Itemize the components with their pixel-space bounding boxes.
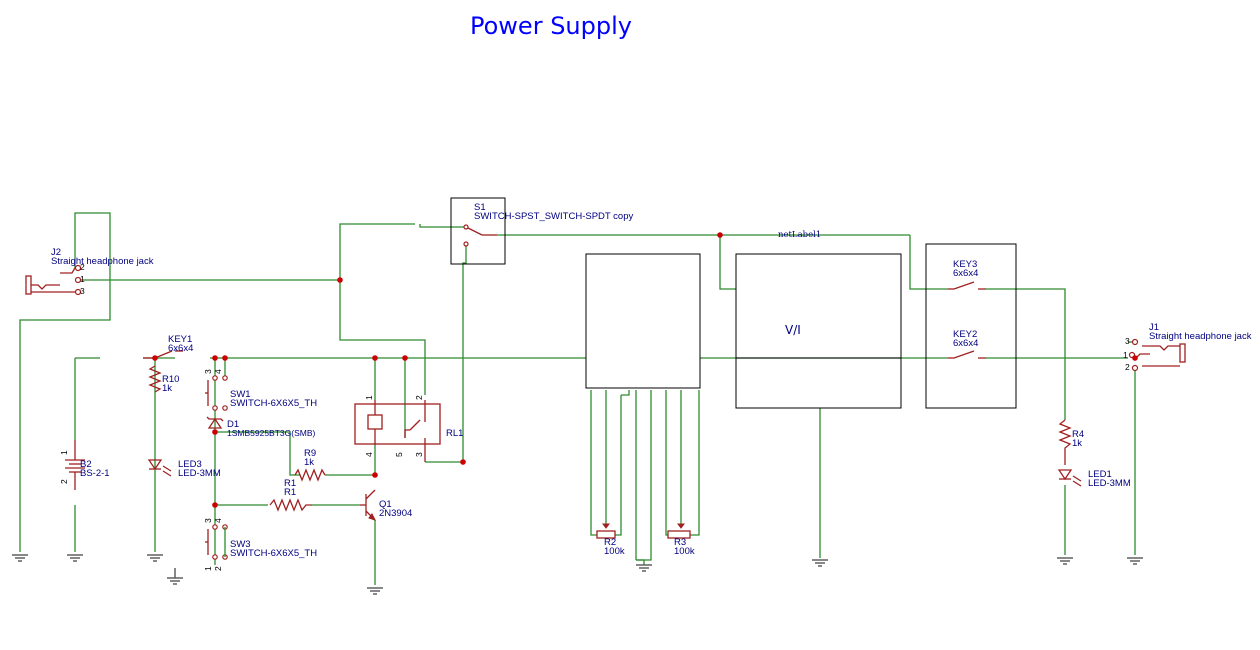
vi-module-block	[735, 253, 902, 409]
b2-value: BS-2-1	[80, 468, 110, 479]
svg-text:3: 3	[1125, 336, 1130, 346]
led1-ref: LED1	[1088, 469, 1112, 480]
svg-text:2: 2	[414, 395, 424, 400]
key3-switch	[948, 281, 986, 290]
j1-value: Straight headphone jack	[1149, 331, 1252, 342]
s1-ref: S1	[474, 202, 486, 213]
led3-value: LED-3MM	[178, 468, 221, 479]
s1-switch	[463, 224, 497, 247]
q1-value: 2N3904	[379, 508, 412, 519]
b2-ref: B2	[80, 459, 92, 470]
svg-text:2: 2	[1125, 362, 1130, 372]
d1-value: 1SMB5925BT3G(SMB)	[227, 428, 316, 438]
r1-resistor	[269, 498, 312, 512]
svg-text:3: 3	[203, 369, 213, 374]
led1-diode	[1057, 469, 1082, 487]
led1-value: LED-3MM	[1088, 478, 1131, 489]
j2-value: Straight headphone jack	[51, 256, 154, 267]
led3-diode	[147, 459, 172, 477]
svg-text:4: 4	[364, 452, 374, 457]
svg-text:2: 2	[59, 479, 69, 484]
sw3-ref: SW3	[230, 539, 251, 550]
svg-text:3: 3	[80, 286, 85, 296]
r4-value: 1k	[1072, 438, 1082, 449]
svg-text:1: 1	[59, 450, 69, 455]
s1-value: SWITCH-SPST_SWITCH-SPDT copy	[474, 211, 633, 222]
r1-ref: R1	[284, 478, 296, 489]
svg-text:3: 3	[414, 452, 424, 457]
r3-ref: R3	[674, 537, 686, 548]
r3-value: 100k	[674, 546, 695, 557]
svg-text:1: 1	[1123, 350, 1128, 360]
svg-text:4: 4	[213, 369, 223, 374]
svg-text:1: 1	[203, 566, 213, 571]
j2-ref: J2	[51, 247, 61, 258]
rl1-ref: RL1	[446, 428, 463, 439]
sw3-switch	[205, 524, 228, 560]
s1-body	[450, 197, 506, 265]
key2-ref: KEY2	[953, 329, 977, 340]
r4-ref: R4	[1072, 429, 1084, 440]
svg-text:1: 1	[80, 274, 85, 284]
r9-resistor	[294, 468, 326, 482]
led3-ref: LED3	[178, 459, 202, 470]
d1-ref: D1	[227, 419, 239, 430]
svg-text:3: 3	[203, 518, 213, 523]
junctions	[152, 232, 1138, 508]
r3-potentiometer	[667, 523, 691, 539]
r4-resistor	[1058, 419, 1072, 465]
r9-ref: R9	[304, 448, 316, 459]
j2-jack	[25, 264, 82, 296]
r10-resistor	[148, 365, 162, 393]
vi-label: V/I	[785, 323, 801, 337]
r10-ref: R10	[162, 374, 179, 385]
key2-switch	[948, 350, 986, 359]
j1-jack	[1128, 338, 1186, 372]
r2-ref: R2	[604, 537, 616, 548]
key3-ref: KEY3	[953, 259, 977, 270]
svg-text:2: 2	[80, 262, 85, 272]
sw3-value: SWITCH-6X6X5_TH	[230, 548, 317, 559]
q1-transistor	[360, 489, 376, 521]
b2-battery	[65, 440, 85, 490]
r2-potentiometer	[596, 523, 616, 539]
j1-ref: J1	[1149, 322, 1159, 333]
key1-ref: KEY1	[168, 334, 192, 345]
q1-ref: Q1	[379, 499, 392, 510]
svg-text:1: 1	[364, 395, 374, 400]
net-label: netLabel1	[778, 230, 821, 240]
key1-value: 6x6x4	[168, 343, 193, 354]
rl1-relay	[354, 400, 441, 462]
svg-text:5: 5	[394, 452, 404, 457]
sw1-ref: SW1	[230, 389, 251, 400]
sw1-switch	[205, 375, 228, 411]
r9-value: 1k	[304, 457, 314, 468]
key3-value: 6x6x4	[953, 268, 978, 279]
ground-symbols	[12, 554, 1143, 595]
key-module-block	[925, 243, 1017, 409]
key2-value: 6x6x4	[953, 338, 978, 349]
r10-value: 1k	[162, 383, 172, 394]
r1-value: R1	[284, 487, 296, 498]
svg-text:4: 4	[213, 518, 223, 523]
sw1-value: SWITCH-6X6X5_TH	[230, 398, 317, 409]
sheet-title: Power Supply	[470, 12, 632, 40]
d1-zener	[206, 416, 224, 429]
pot-module-block	[585, 253, 701, 389]
svg-text:2: 2	[213, 566, 223, 571]
r2-value: 100k	[604, 546, 625, 557]
